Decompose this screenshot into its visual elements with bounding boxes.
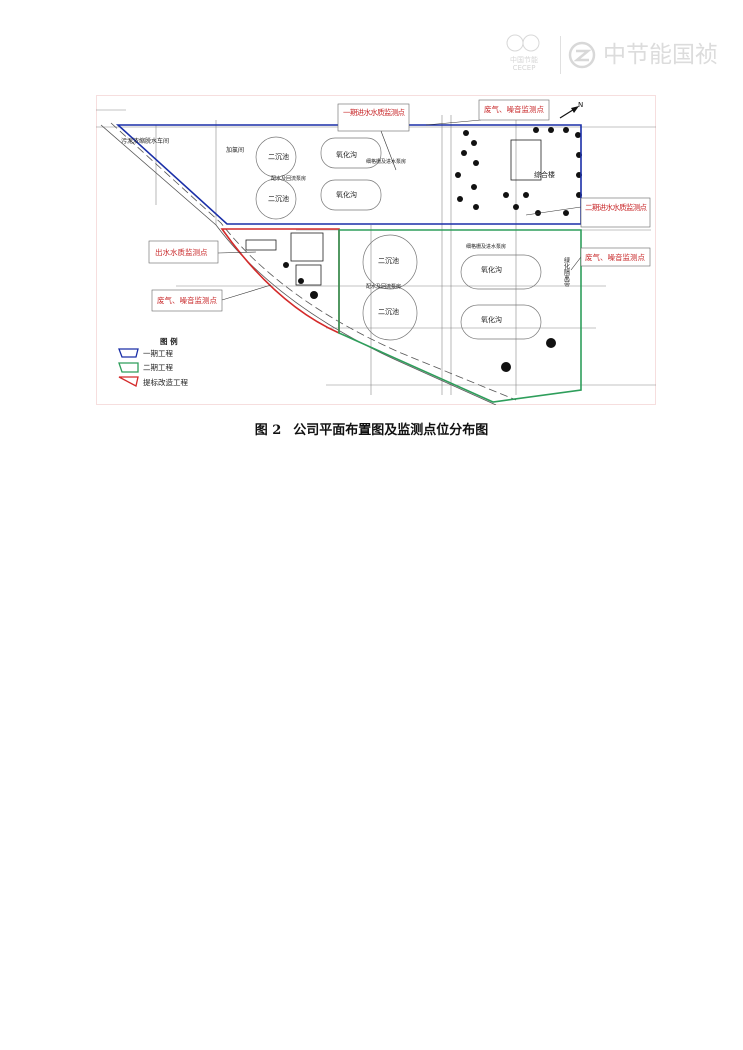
facility-chlorine: 加氯间 — [226, 146, 244, 154]
buildings — [245, 139, 542, 286]
callout-leaders — [217, 119, 582, 301]
callout-box — [337, 103, 410, 132]
trees — [283, 127, 582, 372]
legend-label-phase1: 一期工程 — [143, 349, 173, 358]
legend-swatch-phase2 — [118, 362, 139, 373]
facility-sludge: 污泥浓缩脱水车间 — [121, 137, 169, 145]
callout-outlet: 出水水质监测点 — [155, 247, 208, 257]
clarifiers — [255, 136, 542, 341]
facility-distribution: 配水及回流泵房 — [271, 175, 306, 182]
figure-caption: 图 2 公司平面布置图及监测点位分布图 — [0, 419, 743, 438]
callout-gas-noise-right: 废气、噪音监测点 — [585, 252, 645, 262]
callout-box — [148, 240, 219, 264]
facility-oxidation: 氧化沟 — [336, 150, 357, 159]
callout-box — [580, 197, 651, 228]
legend-swatch-upgrade — [118, 376, 139, 387]
site-plan-figure: 污泥浓缩脱水车间 加氯间 二沉池 二沉池 氧化沟 氧化沟 配水及回流泵房 细格栅… — [96, 95, 656, 405]
facility-greenbelt: 绿化隔离带 — [563, 256, 570, 288]
facility-distribution: 配水及回流泵房 — [366, 283, 401, 290]
facility-oxidation: 氧化沟 — [336, 190, 357, 199]
facility-clarifier: 二沉池 — [378, 256, 399, 265]
callout-box — [151, 289, 223, 312]
facility-screen-pump: 细格栅及进水泵房 — [366, 158, 406, 165]
callout-gas-noise-left: 废气、噪音监测点 — [157, 295, 217, 305]
facility-clarifier: 二沉池 — [268, 152, 289, 161]
facility-screen-pump: 细格栅及进水泵房 — [466, 243, 506, 250]
caption-title: 公司平面布置图及监测点位分布图 — [293, 423, 489, 438]
callout-phase2-inlet: 二期进水水质监测点 — [585, 202, 648, 212]
legend-label-phase2: 二期工程 — [143, 363, 173, 372]
logo-small-text: 中国节能 CECEP — [505, 56, 543, 72]
callout-box — [580, 247, 651, 267]
cecep-logo: 中国节能 CECEP 中节能国祯 — [505, 30, 737, 80]
legend-label-upgrade: 提标改造工程 — [143, 377, 188, 387]
legend-swatch-phase1 — [118, 348, 139, 358]
legend: 图 例 一期工程 二期工程 提标改造工程 — [118, 336, 188, 387]
logo-g-icon — [568, 41, 596, 69]
logo-text: 中节能国祯 — [603, 42, 718, 68]
facility-oxidation: 氧化沟 — [481, 265, 502, 274]
cecep-rings-icon — [506, 34, 540, 52]
logo-cn: 中国节能 — [510, 56, 538, 64]
facility-office: 综合楼 — [534, 170, 555, 179]
callout-gas-noise-top: 废气、噪音监测点 — [484, 104, 544, 114]
callout-phase1-inlet: 一期进水水质监测点 — [343, 107, 406, 117]
facility-clarifier: 二沉池 — [378, 307, 399, 316]
phase2-boundary — [338, 229, 582, 403]
north-arrow-icon: N — [559, 101, 583, 119]
facility-clarifier: 二沉池 — [268, 194, 289, 203]
logo-divider — [560, 36, 561, 74]
legend-title: 图 例 — [160, 336, 178, 346]
logo-en: CECEP — [512, 64, 536, 72]
facility-oxidation: 氧化沟 — [481, 315, 502, 324]
callout-box — [478, 99, 550, 121]
caption-number: 图 2 — [254, 423, 282, 438]
north-label: N — [578, 101, 583, 109]
